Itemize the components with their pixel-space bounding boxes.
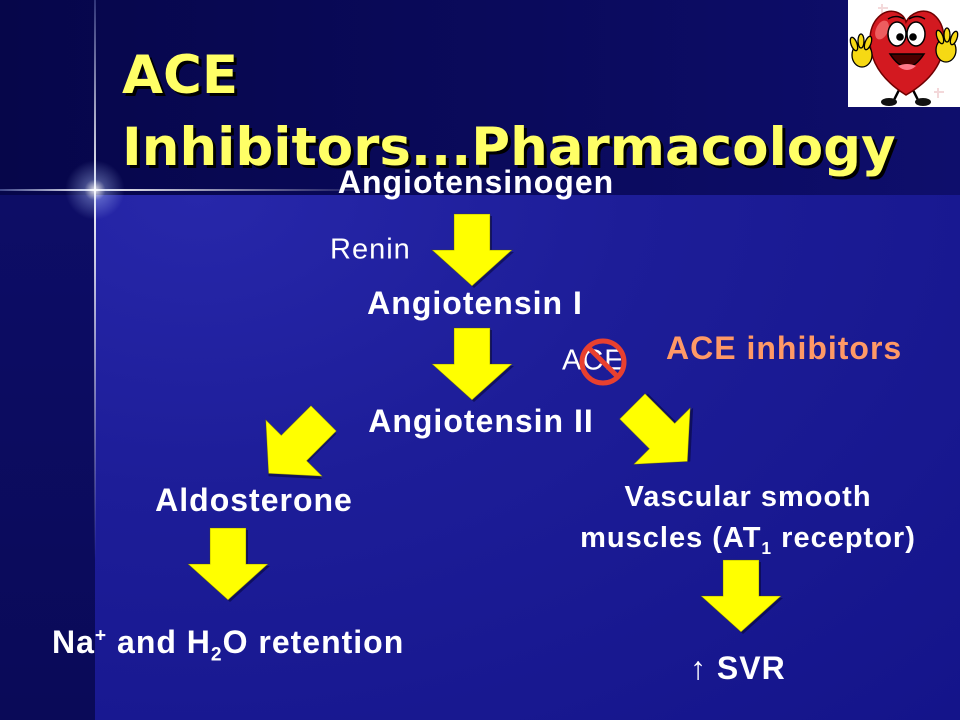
slide-title: ACE Inhibitors...Pharmacology [122, 40, 896, 184]
slide-title-line-2: Inhibitors...Pharmacology [122, 117, 896, 178]
heart-mascot-icon [848, 0, 960, 107]
label-vascular-line-1: Vascular smooth [624, 481, 872, 513]
down-arrow-icon [430, 213, 514, 287]
slide-title-line-1: ACE [122, 45, 239, 106]
arrow-ace-step [430, 327, 514, 402]
label-renin: Renin [330, 233, 411, 266]
label-na-h2o-retention: Na+ and H2O retention [52, 624, 405, 664]
na-superscript: + [94, 625, 108, 647]
down-arrow-icon [699, 559, 783, 633]
retention-rest: O retention [222, 624, 405, 660]
label-vascular-smooth-muscles: Vascular smooth muscles (AT1 receptor) [580, 477, 916, 559]
lens-flare-vertical [94, 0, 96, 560]
label-vascular-line-2: muscles (AT1 receptor) [580, 518, 916, 559]
down-arrow-icon [186, 527, 270, 601]
arrow-to-svr [699, 559, 783, 634]
label-angiotensinogen: Angiotensinogen [337, 164, 615, 200]
right-glove [935, 27, 959, 63]
at1-subscript: 1 [761, 537, 773, 558]
background-main-area [95, 195, 960, 720]
label-ace-inhibitors: ACE inhibitors [666, 330, 903, 366]
arrow-to-aldosterone [265, 404, 338, 480]
lens-flare-horizontal [0, 189, 380, 191]
retention-na: Na [52, 624, 95, 660]
no-symbol-icon [579, 338, 627, 386]
label-increased-svr: ↑ SVR [690, 650, 786, 686]
down-right-arrow-icon [618, 392, 691, 465]
background-top-band [0, 0, 960, 195]
left-glove [849, 33, 873, 68]
arrow-to-vascular-smooth-muscles [618, 392, 694, 465]
vascular-line-2-rest: receptor) [772, 522, 916, 554]
retention-and-h: and H [107, 624, 211, 660]
down-left-arrow-icon [265, 404, 338, 477]
label-angiotensin-2: Angiotensin II [368, 403, 594, 439]
arrow-to-retention [186, 527, 270, 602]
background-left-band [0, 195, 95, 720]
label-aldosterone: Aldosterone [155, 482, 353, 518]
lens-flare-glow [65, 160, 125, 220]
arrow-renin-step [430, 213, 514, 288]
heart-mascot-image [848, 0, 960, 107]
h2o-subscript: 2 [210, 644, 223, 666]
down-arrow-icon [430, 327, 514, 401]
vascular-line-2-text: muscles (AT [580, 522, 762, 554]
label-angiotensin-1: Angiotensin I [367, 285, 583, 321]
